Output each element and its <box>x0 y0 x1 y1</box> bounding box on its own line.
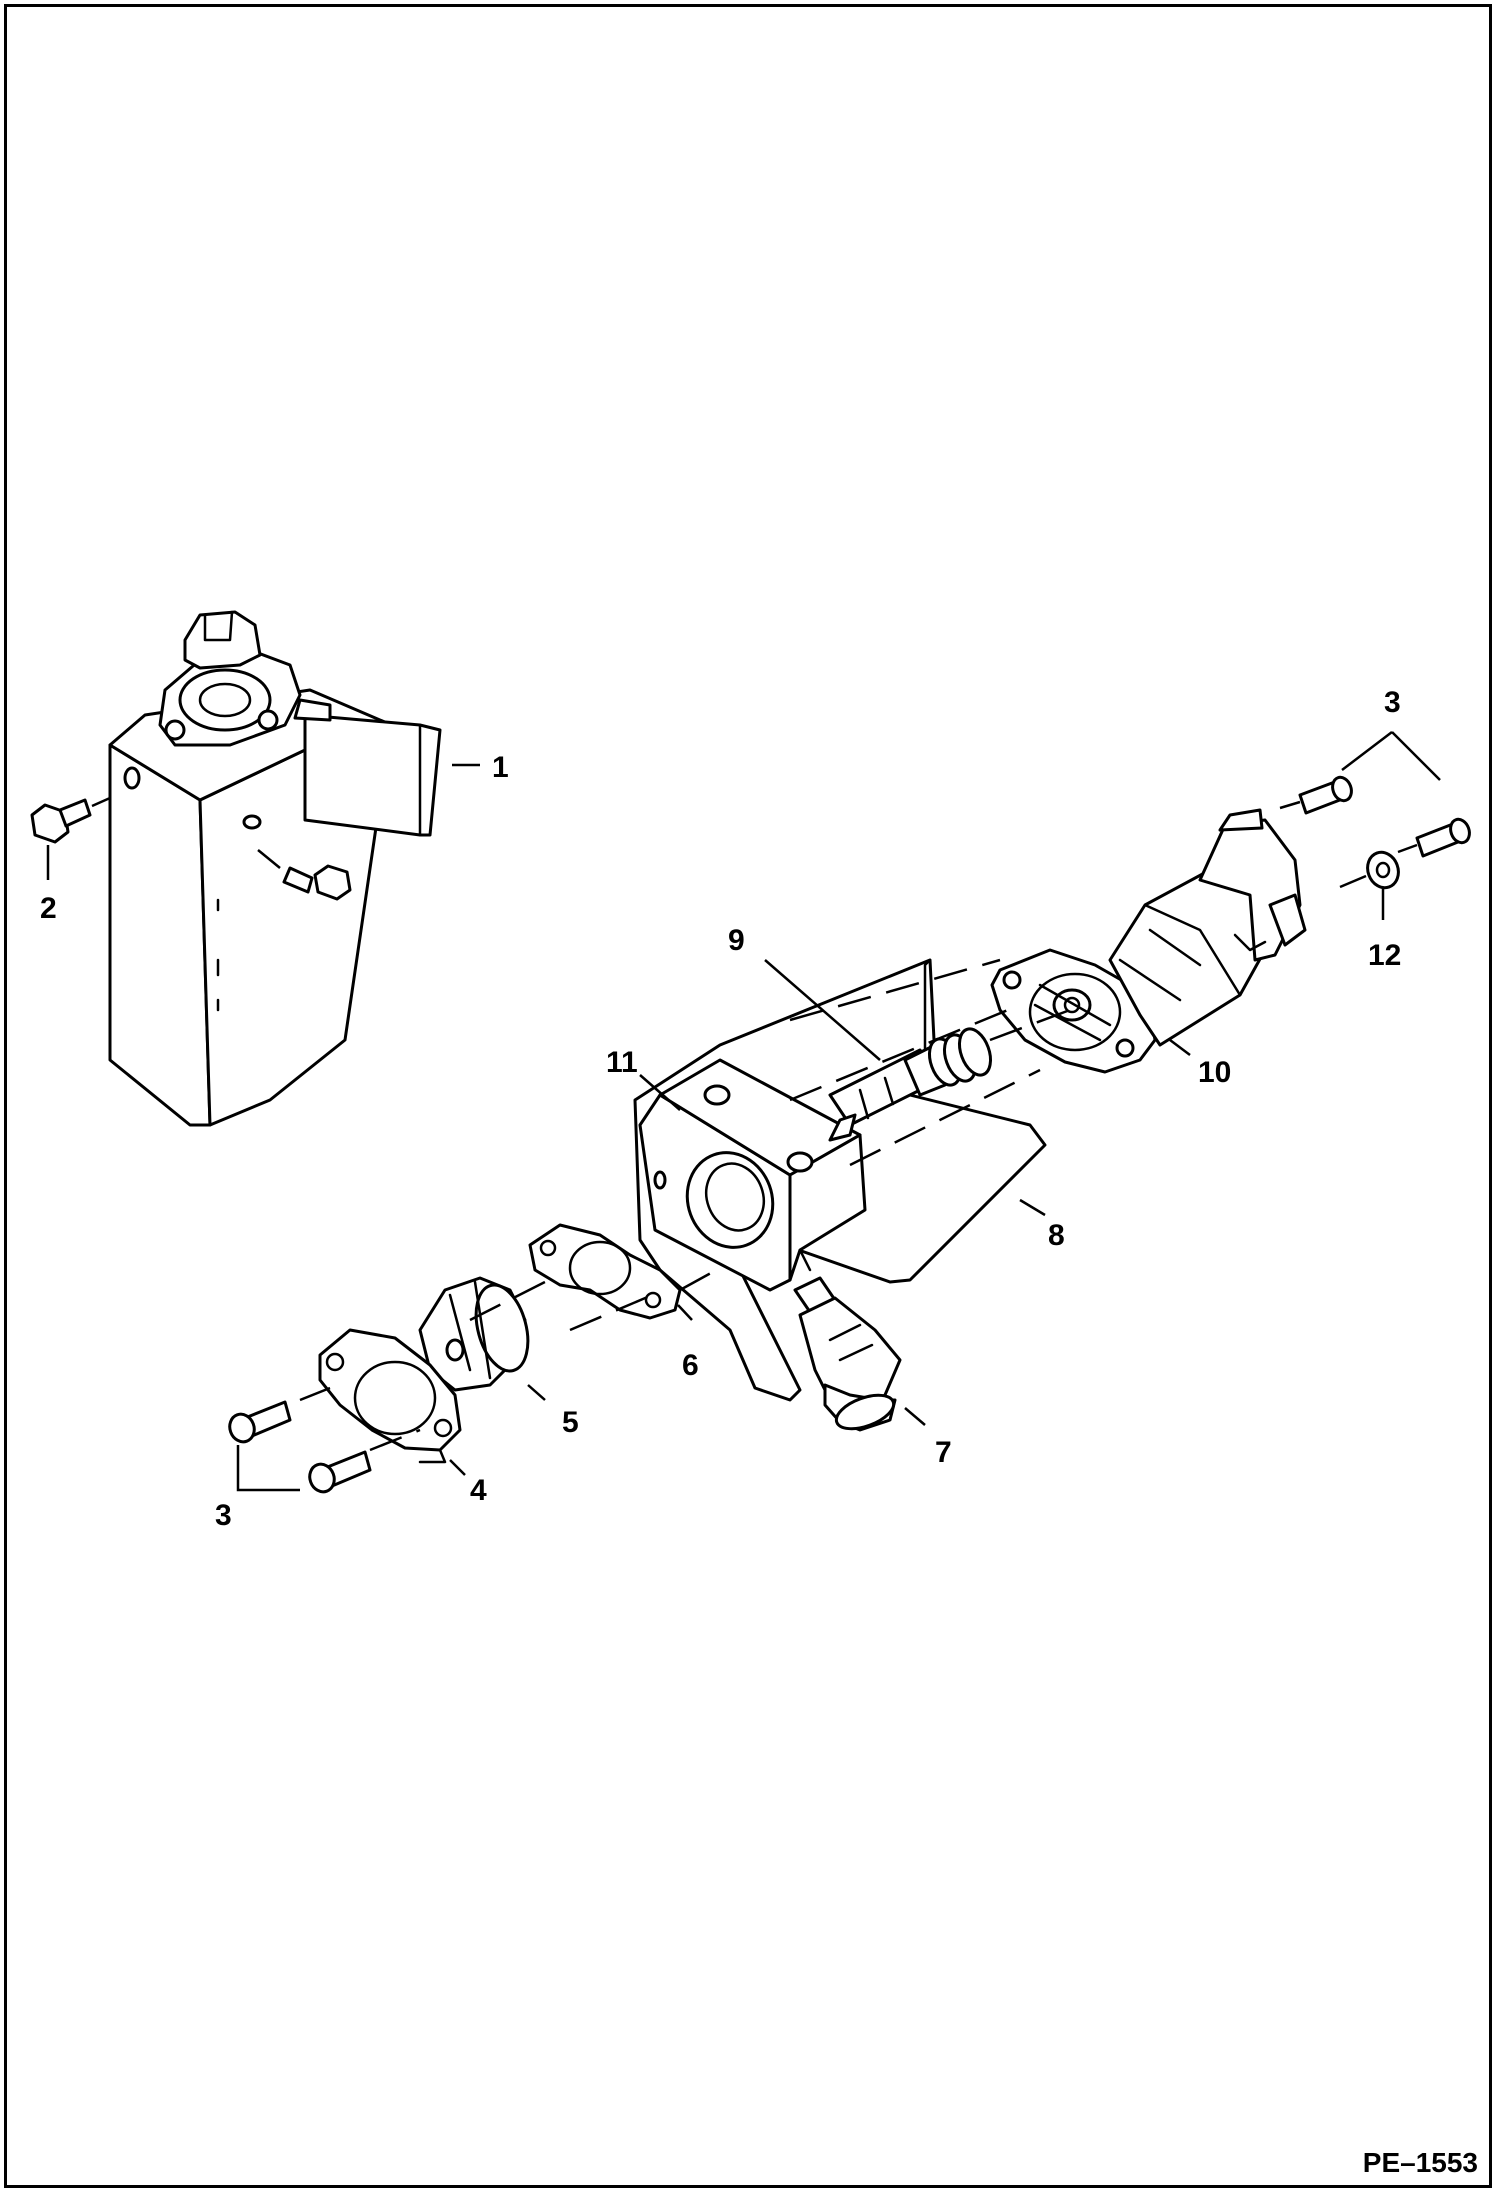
callout-4: 4 <box>470 1474 487 1507</box>
callout-1: 1 <box>492 751 509 784</box>
part-1-housing <box>108 610 442 1127</box>
callout-leaders <box>46 731 1441 1492</box>
callout-7: 7 <box>935 1436 952 1469</box>
drawing-border <box>4 4 1492 2188</box>
callout-3-bottom: 3 <box>215 1499 232 1532</box>
part-3-bolts-top <box>1279 775 1471 858</box>
callout-labels: 1 2 3 3 4 5 6 7 8 9 10 11 12 <box>40 686 1401 1532</box>
part-9-spool <box>828 1027 993 1142</box>
part-6-gasket <box>528 1223 682 1320</box>
callout-11: 11 <box>606 1046 638 1079</box>
part-11-manifold-block <box>638 1058 867 1292</box>
drawing-code: PE–1553 <box>1363 2147 1478 2178</box>
part-4-flange <box>318 1328 462 1464</box>
callout-9: 9 <box>728 924 745 957</box>
part-2-bolts <box>30 796 352 901</box>
callout-6: 6 <box>682 1349 699 1382</box>
part-7-sensor <box>793 1248 902 1432</box>
part-10-solenoid <box>990 808 1307 1074</box>
callout-3-top: 3 <box>1384 686 1401 719</box>
callout-10: 10 <box>1198 1056 1231 1089</box>
assembly-axes <box>299 958 1071 1452</box>
part-12-washer <box>1339 850 1400 890</box>
callout-2: 2 <box>40 892 57 925</box>
callout-5: 5 <box>562 1406 579 1439</box>
callout-8: 8 <box>1048 1219 1065 1252</box>
callout-12: 12 <box>1368 939 1401 972</box>
part-3-bolts-bottom <box>228 1400 372 1494</box>
